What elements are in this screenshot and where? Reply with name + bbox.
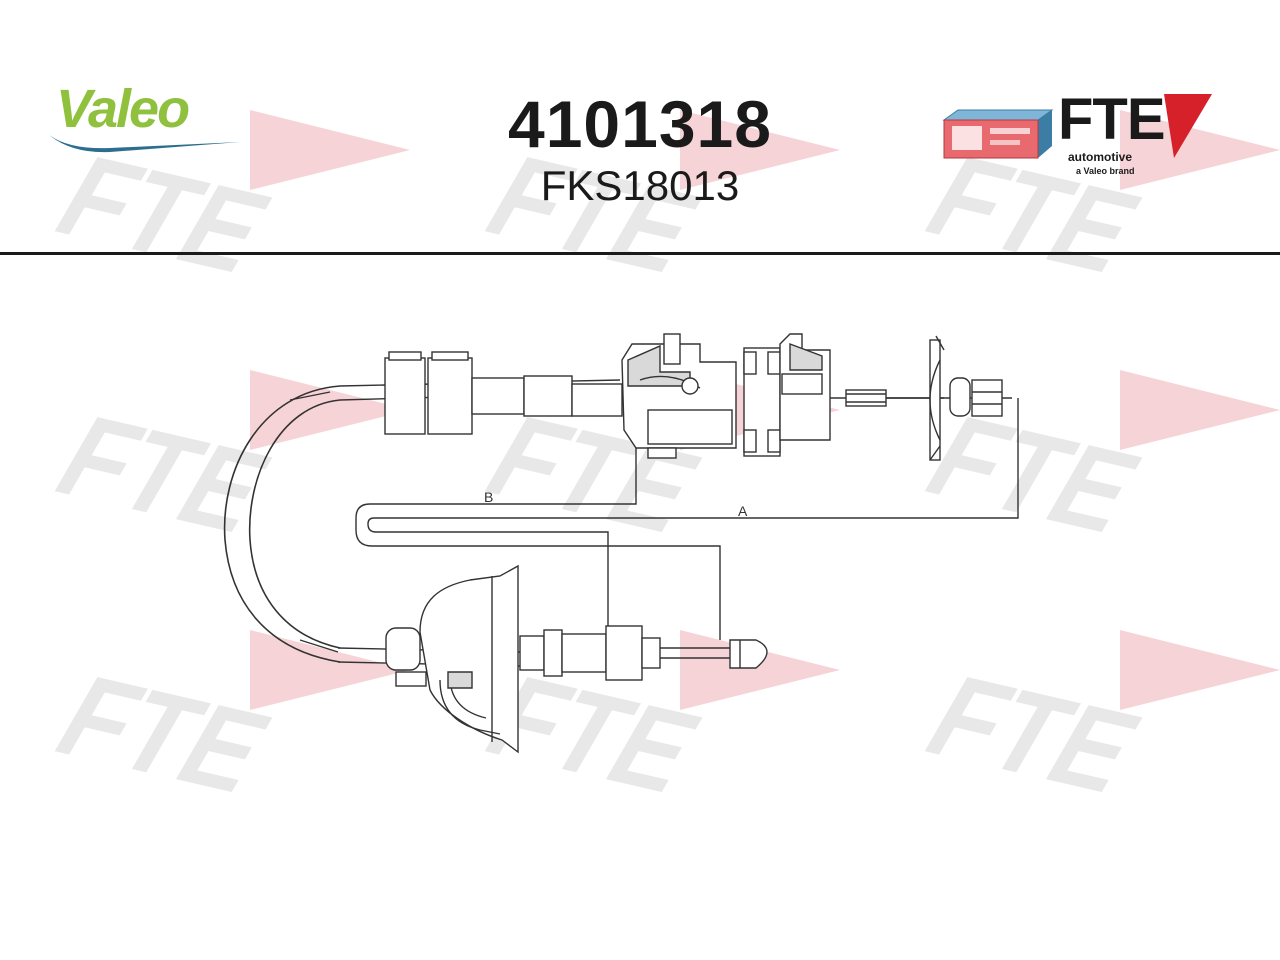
product-box-icon (942, 109, 1054, 159)
valeo-swoosh-icon (50, 135, 240, 153)
lock-nut-1 (949, 377, 971, 417)
fte-tagline: automotive (1068, 150, 1133, 164)
sub-part-number: FKS18013 (540, 162, 740, 209)
bottom-ferrule (519, 635, 545, 671)
cable-sheath-outer (223, 385, 341, 663)
top-ferrule-2 (427, 357, 473, 435)
cable-sheath-inner (248, 399, 341, 649)
lock-nut-2 (971, 379, 1003, 417)
valeo-logo: Valeo (50, 78, 250, 168)
top-ferrule-1 (384, 357, 426, 435)
top-tube (471, 377, 525, 415)
dimension-label-b: B (484, 489, 493, 505)
fte-red-triangle-icon (1164, 94, 1212, 158)
fte-subtagline: a Valeo brand (1076, 166, 1135, 176)
dimension-line-b (355, 448, 721, 640)
bottom-end-nipple (729, 639, 768, 669)
fte-logo: FTE automotive a Valeo brand (940, 86, 1220, 196)
valeo-wordmark: Valeo (56, 79, 190, 139)
bottom-rubber-boot (419, 564, 519, 754)
part-number: 4101318 (508, 87, 772, 161)
header-divider (0, 252, 1280, 255)
fte-wordmark: FTE (1058, 87, 1166, 152)
dimension-line-a (367, 398, 1019, 660)
dimension-label-a: A (738, 503, 748, 519)
